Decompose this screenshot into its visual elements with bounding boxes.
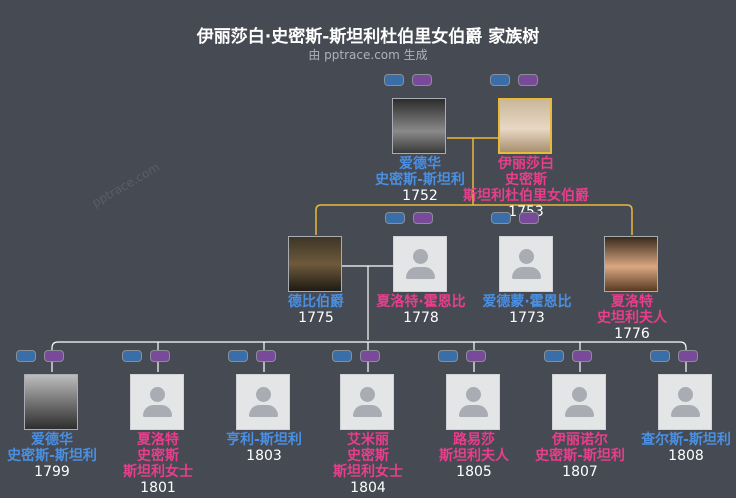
person-year: 1801: [140, 480, 176, 496]
expand-spouse-button[interactable]: [518, 74, 538, 86]
card-buttons: [544, 350, 604, 362]
placeholder-avatar: [552, 374, 606, 430]
card-buttons: [490, 74, 550, 86]
expand-up-button[interactable]: [16, 350, 36, 362]
card-buttons: [228, 350, 288, 362]
expand-spouse-button[interactable]: [678, 350, 698, 362]
card-buttons: [384, 74, 444, 86]
person-year: 1803: [246, 448, 282, 464]
portrait-photo: [392, 98, 446, 154]
expand-up-button[interactable]: [438, 350, 458, 362]
expand-spouse-button[interactable]: [412, 74, 432, 86]
expand-spouse-button[interactable]: [519, 212, 539, 224]
person-name: 伊丽莎白 史密斯 斯坦利杜伯里女伯爵1753: [456, 156, 596, 220]
expand-up-button[interactable]: [650, 350, 670, 362]
expand-up-button[interactable]: [332, 350, 352, 362]
expand-spouse-button[interactable]: [44, 350, 64, 362]
person-year: 1805: [456, 464, 492, 480]
expand-spouse-button[interactable]: [256, 350, 276, 362]
page-subtitle: 由 pptrace.com 生成: [308, 48, 428, 62]
person-year: 1775: [298, 310, 334, 326]
person-year: 1773: [509, 310, 545, 326]
card-buttons: [122, 350, 182, 362]
card-buttons: [332, 350, 392, 362]
person-year: 1804: [350, 480, 386, 496]
portrait-photo: [24, 374, 78, 430]
expand-spouse-button[interactable]: [466, 350, 486, 362]
expand-up-button[interactable]: [385, 212, 405, 224]
person-year: 1778: [403, 310, 439, 326]
expand-up-button[interactable]: [122, 350, 142, 362]
placeholder-avatar: [446, 374, 500, 430]
expand-up-button[interactable]: [491, 212, 511, 224]
placeholder-avatar: [658, 374, 712, 430]
person-year: 1807: [562, 464, 598, 480]
expand-up-button[interactable]: [544, 350, 564, 362]
placeholder-avatar: [236, 374, 290, 430]
expand-up-button[interactable]: [228, 350, 248, 362]
card-buttons: [650, 350, 710, 362]
portrait-photo: [498, 98, 552, 154]
person-year: 1752: [402, 188, 438, 204]
placeholder-avatar: [393, 236, 447, 292]
expand-spouse-button[interactable]: [150, 350, 170, 362]
card-buttons: [385, 212, 445, 224]
card-buttons: [16, 350, 76, 362]
placeholder-avatar: [340, 374, 394, 430]
grandchildren-bar: [51, 341, 687, 372]
expand-spouse-button[interactable]: [360, 350, 380, 362]
expand-up-button[interactable]: [490, 74, 510, 86]
placeholder-avatar: [499, 236, 553, 292]
expand-up-button[interactable]: [384, 74, 404, 86]
expand-spouse-button[interactable]: [572, 350, 592, 362]
children-bar: [315, 204, 633, 235]
card-buttons: [491, 212, 551, 224]
expand-spouse-button[interactable]: [413, 212, 433, 224]
person-year: 1799: [34, 464, 70, 480]
page-title: 伊丽莎白·史密斯-斯坦利杜伯里女伯爵 家族树: [196, 27, 540, 47]
portrait-photo: [288, 236, 342, 292]
card-buttons: [438, 350, 498, 362]
person-year: 1808: [668, 448, 704, 464]
portrait-photo: [604, 236, 658, 292]
person-year: 1776: [614, 326, 650, 342]
placeholder-avatar: [130, 374, 184, 430]
